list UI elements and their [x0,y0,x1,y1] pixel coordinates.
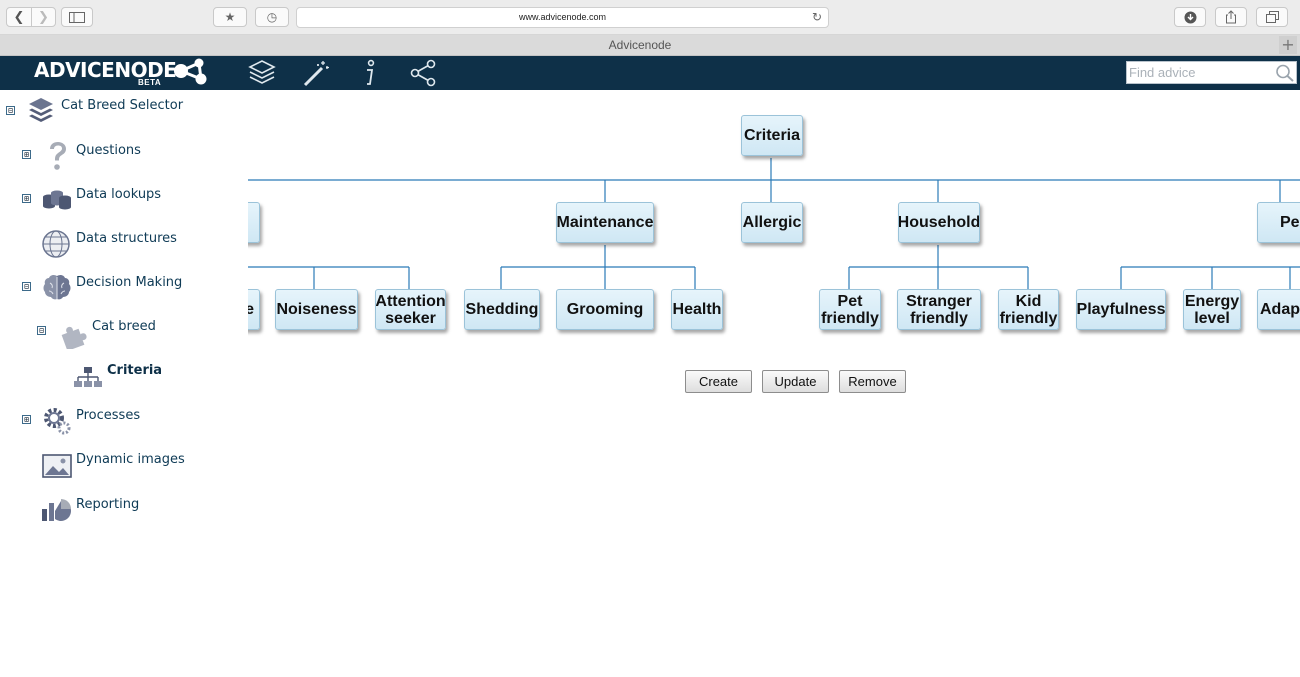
sidebar-item-label: Cat breed [92,319,156,334]
question-icon [50,142,66,170]
expand-toggle[interactable]: ⊞ [22,194,31,203]
collapse-toggle[interactable]: ⊟ [37,326,46,335]
search-input[interactable] [1129,64,1269,81]
sidebar-item-label: Decision Making [76,275,183,290]
create-button[interactable]: Create [685,370,752,393]
info-icon[interactable] [356,59,384,87]
node-level1-cut[interactable] [248,202,260,243]
sidebar-item-dynamic-images[interactable]: Dynamic images [0,447,248,483]
node-playfulness[interactable]: Playfulness [1076,289,1166,330]
puzzle-icon [61,326,87,349]
sidebar-item-label: Reporting [76,497,140,512]
sidebar-toggle-icon[interactable] [61,7,93,27]
sidebar-item-label: Processes [76,408,141,423]
node-stranger-friendly[interactable]: Stranger friendly [897,289,981,330]
search-box [1126,61,1297,84]
node-personality[interactable]: Perso [1257,202,1300,243]
node-kid-friendly[interactable]: Kid friendly [998,289,1059,330]
chart-icon [42,499,71,521]
sidebar-item-decision-making[interactable]: ⊟ Decision Making [0,270,248,306]
tabs-overview-icon[interactable] [1256,7,1288,27]
sidebar-item-data-structures[interactable]: Data structures [0,226,248,262]
hierarchy-icon [74,367,102,387]
sidebar-item-cat-breed-selector[interactable]: ⊟ Cat Breed Selector [0,94,248,130]
sidebar-item-label: Cat Breed Selector [61,98,184,113]
globe-icon [42,230,70,258]
node-criteria[interactable]: Criteria [741,115,803,156]
expand-toggle[interactable]: ⊞ [22,415,31,424]
sidebar-item-cat-breed[interactable]: ⊟ Cat breed [0,314,248,350]
forward-icon[interactable]: ❯ [31,8,55,26]
downloads-icon[interactable] [1174,7,1206,27]
node-allergic[interactable]: Allergic [741,202,803,243]
sidebar-item-criteria[interactable]: Criteria [0,358,248,394]
logo-network-icon [174,58,207,85]
node-shedding[interactable]: Shedding [464,289,540,330]
node-household[interactable]: Household [898,202,980,243]
node-energy-level[interactable]: Energy level [1183,289,1241,330]
remove-button[interactable]: Remove [839,370,906,393]
update-button[interactable]: Update [762,370,829,393]
back-icon[interactable]: ❮ [13,9,25,25]
address-bar[interactable]: www.advicenode.com ↻ [296,7,829,28]
brain-icon [43,274,71,300]
node-attention-seeker[interactable]: Attention seeker [375,289,446,330]
history-icon[interactable]: ◷ [255,7,289,27]
expand-toggle[interactable]: ⊞ [22,150,31,159]
tab-bar: Advicenode + [0,35,1300,56]
sidebar-item-data-lookups[interactable]: ⊞ Data lookups [0,182,248,218]
bookmarks-icon[interactable]: ★ [213,7,247,27]
share-page-icon[interactable] [1215,7,1247,27]
search-icon[interactable] [1275,64,1294,82]
node-noiseness[interactable]: Noiseness [275,289,358,330]
sidebar-item-label: Questions [76,143,141,158]
sidebar-item-questions[interactable]: ⊞ Questions [0,138,248,174]
database-icon [43,190,71,210]
app-header: ADVICENODE BETA [0,56,1300,90]
node-level2-cut[interactable]: e [248,289,260,330]
diagram-connectors [248,158,1300,289]
node-adaptability[interactable]: Adap [1257,289,1300,330]
image-icon [42,454,72,478]
collapse-toggle[interactable]: ⊟ [6,106,15,115]
node-maintenance[interactable]: Maintenance [556,202,654,243]
gears-icon [44,408,71,435]
node-health[interactable]: Health [671,289,723,330]
layers-icon[interactable] [248,59,276,87]
new-tab-button[interactable]: + [1279,36,1297,54]
logo-text: ADVICENODE [34,58,177,82]
url-text: www.advicenode.com [518,12,607,22]
sidebar-item-reporting[interactable]: Reporting [0,492,248,528]
share-icon[interactable] [409,59,437,87]
reload-icon[interactable]: ↻ [811,10,822,24]
logo-badge: BETA [138,78,162,87]
collapse-toggle[interactable]: ⊟ [22,282,31,291]
nav-buttons: ❮ ❯ [6,7,56,27]
sidebar-item-label: Data structures [76,231,177,246]
sidebar-tree: ⊟ Cat Breed Selector ⊞ Questions ⊞ Data … [0,90,248,677]
sidebar-item-label: Data lookups [76,187,162,202]
sidebar-item-label: Dynamic images [76,452,185,467]
magic-wand-icon[interactable] [302,59,330,87]
layers-icon [29,98,53,122]
node-pet-friendly[interactable]: Pet friendly [819,289,881,330]
browser-toolbar: ❮ ❯ ★ ◷ www.advicenode.com ↻ [0,0,1300,35]
tab-title[interactable]: Advicenode [608,38,672,52]
criteria-diagram: Criteria Maintenance Allergic Household … [248,90,1300,352]
sidebar-item-label: Criteria [107,363,163,378]
sidebar-item-processes[interactable]: ⊞ Processes [0,403,248,439]
node-grooming[interactable]: Grooming [556,289,654,330]
